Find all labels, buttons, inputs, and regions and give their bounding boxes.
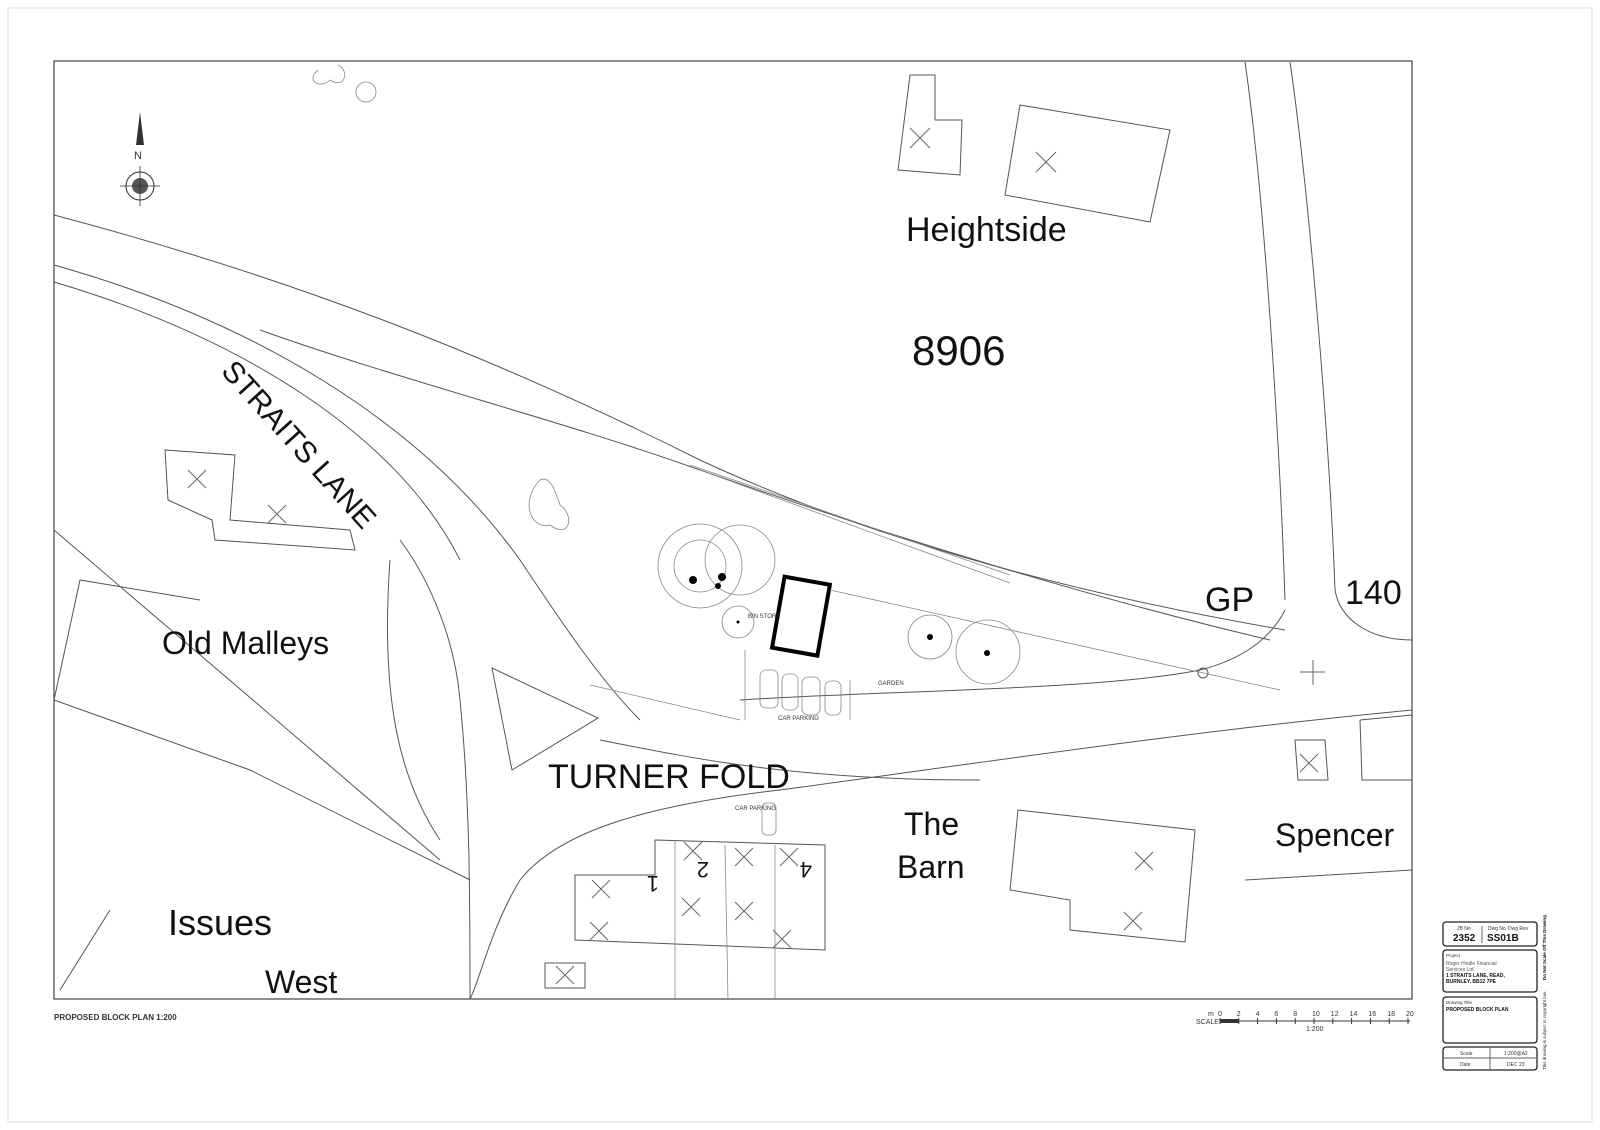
label-turner-fold: TURNER FOLD (548, 758, 790, 796)
label-garden: GARDEN (878, 681, 904, 687)
label-heightside: Heightside (906, 211, 1067, 249)
scale-field-label: Scale (1460, 1051, 1473, 1057)
scale-unit: m (1208, 1011, 1214, 1018)
label-gp: GP (1205, 581, 1254, 619)
address-line-1: 1 STRAITS LANE, READ, (1446, 973, 1506, 979)
label-plot-number: 8906 (912, 327, 1005, 374)
scale-tick-label: 2 (1237, 1011, 1241, 1018)
scale-ratio: 1:200 (1306, 1026, 1324, 1033)
do-not-scale-note: Do Not Scale Off This Drawing (1542, 915, 1547, 980)
drawing-title: PROPOSED BLOCK PLAN (1446, 1007, 1509, 1013)
jb-no: 2352 (1453, 933, 1476, 944)
scale-tick-label: 20 (1406, 1011, 1414, 1018)
dwg-no: SS01B (1487, 933, 1519, 944)
date-value: DEC 23 (1507, 1062, 1525, 1068)
drawing-title-label: Drawing Title (1446, 1000, 1473, 1005)
label-house-2: 2 (697, 857, 709, 882)
label-straits-lane: STRAITS LANE (215, 355, 382, 536)
dwg-rev-label: Dwg Rev (1508, 926, 1529, 932)
scale-tick-label: 18 (1387, 1011, 1395, 1018)
label-west: West (265, 964, 337, 1000)
dwg-no-label: Dwg No (1488, 926, 1506, 932)
label-house-1: 1 (647, 871, 659, 896)
drawing-frame (53, 60, 1413, 1000)
label-issues: Issues (168, 902, 272, 943)
date-label: Date (1460, 1062, 1471, 1068)
scale-bar: m SCALE 0 2 4 6 8 10 12 14 16 18 20 1:200 (1196, 1011, 1414, 1033)
label-old-malleys: Old Malleys (162, 625, 329, 661)
scale-tick-label: 12 (1331, 1011, 1339, 1018)
client-line-1: Roger Hindle Financial (1446, 961, 1497, 967)
scale-tick-label: 0 (1218, 1011, 1222, 1018)
label-car-parking-2: CAR PARKING (735, 806, 776, 812)
site-linework (53, 61, 1413, 1000)
proposed-building (769, 574, 833, 658)
north-arrow: N (120, 112, 160, 206)
label-barn: Barn (897, 849, 965, 885)
jb-no-label: JB No (1457, 926, 1471, 932)
scale-field-value: 1:200@A2 (1504, 1051, 1528, 1057)
label-bin-store: BIN STORE (748, 614, 780, 620)
plan-title: PROPOSED BLOCK PLAN 1:200 (54, 1013, 177, 1022)
label-the: The (904, 806, 959, 842)
scale-tick-label: 16 (1368, 1011, 1376, 1018)
sheet-border (7, 7, 1593, 1123)
client-line-2: Services Ltd (1446, 967, 1474, 973)
label-140: 140 (1345, 574, 1402, 612)
scale-label: SCALE (1196, 1019, 1219, 1026)
scale-tick-label: 6 (1274, 1011, 1278, 1018)
address-line-2: BURNLEY, BB12 7PE (1446, 979, 1497, 985)
scale-tick-label: 8 (1293, 1011, 1297, 1018)
label-spencer: Spencer (1275, 817, 1395, 853)
scale-tick-label: 4 (1256, 1011, 1260, 1018)
scale-tick-label: 14 (1350, 1011, 1358, 1018)
scale-tick-label: 10 (1312, 1011, 1320, 1018)
north-label: N (134, 150, 142, 162)
label-house-4: 4 (800, 857, 812, 882)
copyright-note: This drawing is subject to copyright law… (1542, 991, 1547, 1070)
project-label: Project (1446, 953, 1461, 958)
title-block: JB No 2352 Dwg No Dwg Rev SS01B Project … (1442, 915, 1547, 1071)
label-car-parking: CAR PARKING (778, 716, 819, 722)
